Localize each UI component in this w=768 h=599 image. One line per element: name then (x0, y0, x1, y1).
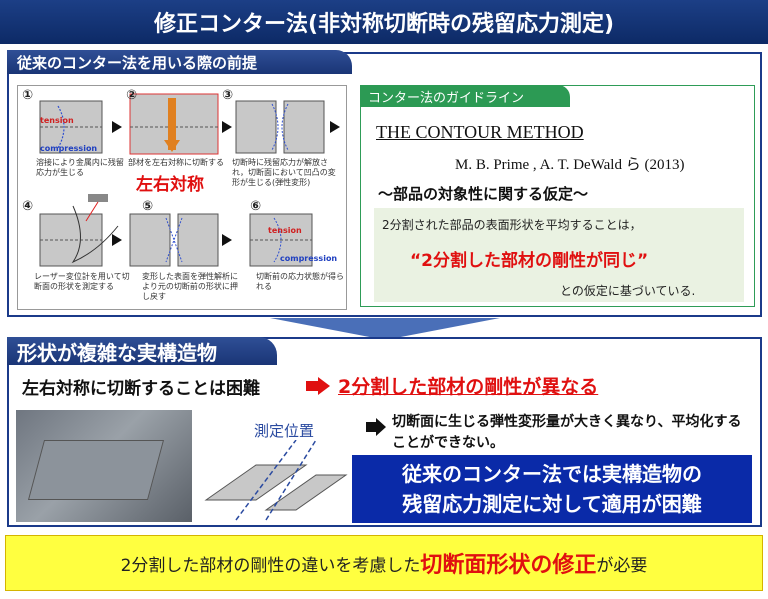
cut-diagram (204, 440, 348, 521)
position-label: 測定位置 (254, 422, 315, 440)
step6-compression: compression (280, 254, 338, 263)
step5-number: ⑤ (142, 199, 154, 214)
page-title: 修正コンター法(非対称切断時の残留応力測定) (0, 0, 768, 44)
premise-tab: 従来のコンター法を用いる際の前提 (7, 50, 352, 74)
right-arrow-icon (306, 377, 330, 395)
step1-compression: compression (40, 144, 98, 153)
guide-book-title: THE CONTOUR METHOD (376, 122, 584, 142)
guideline-tab: コンター法のガイドライン (360, 85, 570, 107)
guide-quote-box (374, 208, 744, 302)
conclusion-line1: 従来のコンター法では実構造物の (402, 462, 702, 486)
step3-number: ③ (222, 88, 234, 103)
step2-caption: 部材を左右対称に切断する (128, 158, 224, 167)
step1-caption: 溶接により金属内に残留応力が生じる (36, 158, 124, 177)
guide-line1: 2分割された部品の表面形状を平均することは， (382, 218, 642, 232)
complex-structure-tab: 形状が複雑な実構造物 (7, 337, 277, 365)
steps-diagram (39, 93, 340, 267)
deformation-note: 切断面に生じる弾性変形量が大きく異なり、平均化することができない。 (392, 414, 742, 451)
statement-right: 2分割した部材の剛性が異なる (338, 376, 599, 398)
step2-number: ② (126, 88, 138, 103)
step6-tension: tension (268, 226, 302, 235)
step1-tension: tension (40, 116, 74, 125)
requirement-prefix: 2分割した部材の剛性の違いを考慮した (120, 555, 421, 576)
conclusion-line2: 残留応力測定に対して適用が困難 (402, 492, 702, 516)
step4-caption: レーザー変位計を用いて切断面の形状を測定する (34, 272, 130, 291)
step4-number: ④ (22, 199, 34, 214)
statement-left: 左右対称に切断することは困難 (22, 379, 260, 399)
requirement-banner: 2分割した部材の剛性の違いを考慮した 切断面形状の修正 が必要 (5, 535, 763, 591)
guide-line2: との仮定に基づいている. (560, 284, 696, 298)
down-arrow-icon (270, 318, 500, 340)
step6-number: ⑥ (250, 199, 262, 214)
conclusion-box: 従来のコンター法では実構造物の 残留応力測定に対して適用が困難 (352, 455, 752, 523)
guide-authors: M. B. Prime , A. T. DeWald ら (2013) (455, 157, 685, 173)
structure-photo (16, 410, 192, 522)
step6-caption: 切断前の応力状態が得られる (256, 272, 344, 291)
guide-heading: ～部品の対象性に関する仮定～ (378, 185, 589, 203)
step5-caption: 変形した表面を弾性解析により元の切断前の形状に押し戻す (142, 272, 238, 301)
requirement-emphasis: 切断面形状の修正 (420, 553, 597, 578)
bullet-arrow-icon (366, 418, 386, 436)
requirement-suffix: が必要 (596, 555, 648, 576)
step1-number: ① (22, 88, 34, 103)
guide-quote: “2分割した部材の剛性が同じ” (410, 251, 649, 271)
steps-panel: ① tension compression 溶接により金属内に残留応力が生じる … (17, 85, 347, 310)
step2-emphasis: 左右対称 (136, 175, 204, 195)
step3-caption: 切断時に残留応力が解放され，切断面において凹凸の変形が生じる(弾性変形) (232, 158, 336, 187)
